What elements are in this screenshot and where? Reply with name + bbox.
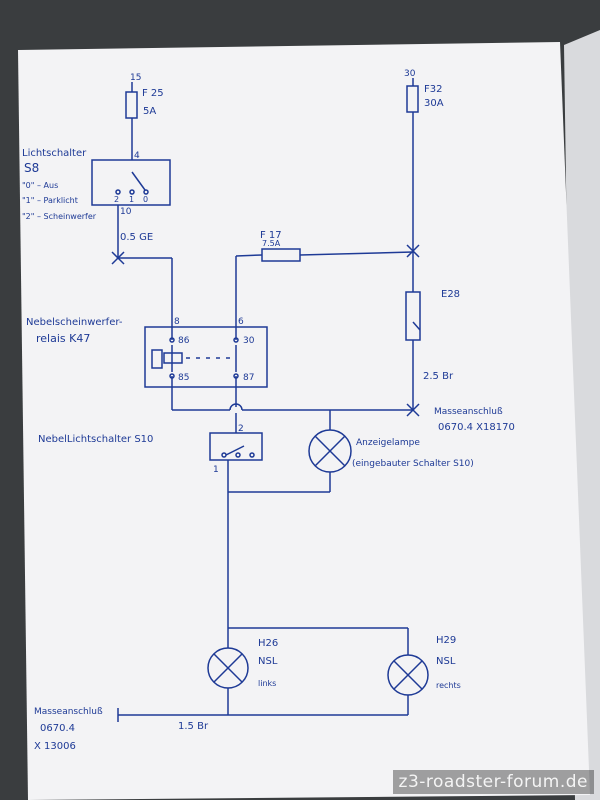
wire-f17-left (235, 254, 263, 257)
fog-switch-s10-box (209, 432, 263, 461)
relay-pin-right: 6 (238, 317, 244, 327)
light-switch-contact-label: 0 (143, 195, 148, 204)
light-switch-pin-bottom: 10 (120, 207, 132, 217)
light-switch-contact (129, 189, 135, 195)
terminal-30 (233, 337, 239, 343)
f32-terminal-label: 30 (404, 69, 416, 79)
fog-switch-label: NebelLichtschalter S10 (38, 434, 153, 445)
f32-id-label: F32 (424, 84, 442, 95)
light-switch-contact-label: 2 (114, 195, 119, 204)
fog-switch-contact (221, 452, 227, 458)
watermark: z3-roadster-forum.de (392, 770, 594, 794)
indicator-lamp-cross (314, 435, 346, 467)
junction-mark-right (406, 244, 420, 258)
lamp-h29-side: rechts (436, 681, 461, 690)
relay-title-line1: Nebelscheinwerfer- (26, 317, 123, 328)
light-switch-pos0: "0" – Aus (22, 181, 58, 190)
fog-switch-pin-top: 2 (238, 424, 244, 434)
light-switch-box (91, 159, 171, 206)
relay-coil-resistor (151, 349, 163, 369)
wire-f17-right (299, 251, 414, 256)
light-switch-contact-label: 1 (129, 195, 134, 204)
light-switch-pos2: "2" – Scheinwerfer (22, 212, 97, 221)
light-switch-lever (131, 171, 146, 191)
ground-right-code: 0670.4 X18170 (438, 422, 515, 433)
light-switch-id: S8 (24, 161, 39, 175)
ground-right-label: Masseanschluß (434, 407, 503, 417)
lamp-h26-id: H26 (258, 638, 278, 649)
e28-label: E28 (441, 289, 460, 300)
ground-bottom-label: Masseanschluß (34, 707, 103, 717)
terminal-86 (169, 337, 175, 343)
f17-rating-label: 7.5A (262, 239, 281, 248)
fog-switch-lever (225, 445, 245, 456)
light-switch-contact (115, 189, 121, 195)
fog-switch-contact (249, 452, 255, 458)
relay-coil (163, 352, 183, 364)
f25-terminal-label: 15 (130, 73, 141, 83)
indicator-lamp-note: (eingebauter Schalter S10) (352, 459, 474, 469)
ground-bottom-wire: 1.5 Br (178, 721, 209, 732)
relay-terminal-30: 30 (243, 336, 255, 346)
f32-rating-label: 30A (424, 98, 444, 109)
lamp-h26-side: links (258, 679, 276, 688)
fog-switch-contact (235, 452, 241, 458)
relay-terminal-87: 87 (243, 373, 254, 383)
relay-terminal-86: 86 (178, 336, 190, 346)
light-switch-contact (143, 189, 149, 195)
lamp-h29-type: NSL (436, 656, 456, 667)
lamp-h29-cross (393, 660, 423, 690)
f17-id-label: F 17 (260, 230, 282, 241)
paper-sheet (18, 42, 590, 800)
f25-id-label: F 25 (142, 88, 164, 99)
fog-switch-pin-left: 1 (213, 465, 219, 475)
lamp-h26-cross (213, 653, 243, 683)
indicator-lamp-label: Anzeigelampe (356, 438, 420, 448)
relay-k47-box (144, 326, 268, 388)
relay-pin-left: 8 (174, 317, 180, 327)
relay-terminal-85: 85 (178, 373, 189, 383)
lamp-h29-id: H29 (436, 635, 456, 646)
lamp-h26-type: NSL (258, 656, 278, 667)
f25-rating-label: 5A (143, 106, 156, 117)
light-switch-title: Lichtschalter (22, 148, 87, 159)
wire-2-5-br-label: 2.5 Br (423, 371, 454, 382)
wire-0-5-ge-label: 0.5 GE (120, 232, 153, 243)
light-switch-pos1: "1" – Parklicht (22, 196, 78, 205)
e28-contact (412, 321, 421, 331)
light-switch-pin-top: 4 (134, 151, 140, 161)
wire-crossover (229, 403, 243, 411)
ground-bottom-code2: X 13006 (34, 741, 76, 752)
ground-bottom-code1: 0670.4 (40, 723, 75, 734)
relay-title-line2: relais K47 (36, 332, 90, 345)
